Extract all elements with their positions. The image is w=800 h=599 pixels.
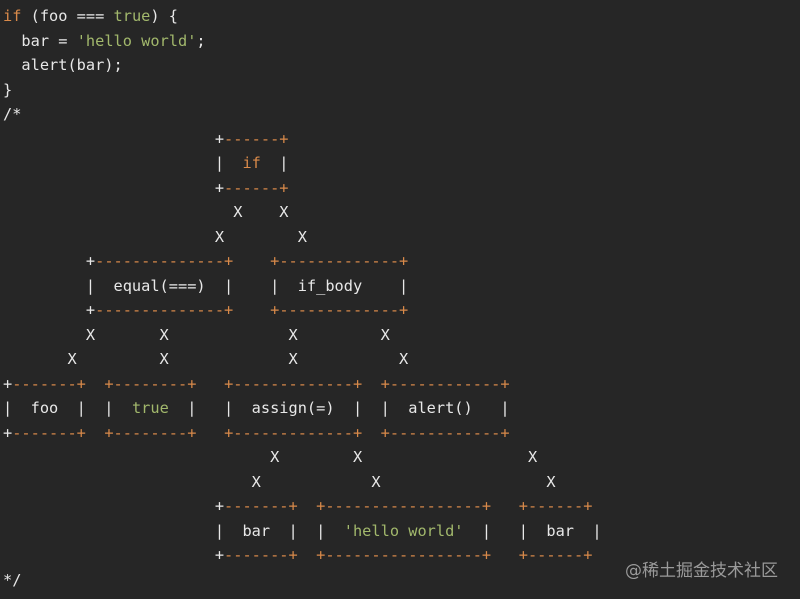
code-line: +------+ <box>3 127 602 152</box>
code-token: + <box>3 301 96 319</box>
code-token: +-----------------+ <box>316 497 492 515</box>
code-token: alert(bar); <box>3 56 123 74</box>
code-token: -------+ <box>12 423 86 442</box>
code-token: if <box>242 154 261 172</box>
code-token: +-----------------+ <box>316 546 492 564</box>
code-line: X X X <box>3 470 602 495</box>
code-token: -------+ <box>224 497 298 515</box>
code-line: | bar | | 'hello world' | | bar | <box>3 519 602 544</box>
code-line: +-------+ +-----------------+ +------+ <box>3 543 602 568</box>
code-token: + <box>3 178 225 197</box>
code-token: /* <box>3 105 22 123</box>
code-line: +--------------+ +-------------+ <box>3 298 602 323</box>
code-token: +-------------+ <box>270 301 409 319</box>
code-token: + <box>3 374 13 393</box>
code-token: ; <box>196 31 206 50</box>
code-token <box>362 424 380 442</box>
code-token: | <box>3 154 243 172</box>
code-token: | <box>260 154 289 172</box>
code-token: -------+ <box>12 374 86 393</box>
code-line: if (foo === true) { <box>3 4 602 29</box>
code-token: | | assign(=) | | alert() | <box>168 399 510 417</box>
code-token: --------------+ <box>95 301 234 319</box>
code-token: (foo === <box>21 7 114 25</box>
code-token <box>233 252 270 270</box>
code-token: X X <box>3 203 289 221</box>
code-line: +-------+ +--------+ +-------------+ +--… <box>3 372 602 397</box>
code-token: | | bar | <box>463 521 602 540</box>
code-token: +------------+ <box>380 374 510 393</box>
code-token: +------+ <box>518 546 593 564</box>
code-line: +-------+ +--------+ +-------------+ +--… <box>3 421 602 446</box>
code-token: X X X <box>3 472 556 491</box>
code-line: X X X X <box>3 323 602 348</box>
code-token: +--------+ <box>104 374 197 393</box>
code-token <box>362 375 380 393</box>
code-token: +-------------+ <box>224 423 363 442</box>
code-line: bar = 'hello world'; <box>3 29 602 54</box>
code-token <box>298 546 316 564</box>
code-token: +--------+ <box>104 423 197 442</box>
code-token: true <box>131 399 169 417</box>
code-token: 'hello world' <box>76 31 197 50</box>
code-token: +-------------+ <box>270 252 409 270</box>
code-line: */ <box>3 568 602 593</box>
code-line: } <box>3 78 602 103</box>
code-line: | foo | | true | | assign(=) | | alert()… <box>3 396 602 421</box>
code-token: + <box>3 497 225 515</box>
code-token: +------------+ <box>380 423 510 442</box>
code-token: + <box>3 423 13 442</box>
code-token: ------+ <box>224 178 289 197</box>
code-token: X X X X <box>3 350 409 368</box>
code-token: +-------------+ <box>224 374 363 393</box>
code-token: 'hello world' <box>343 521 464 540</box>
code-token <box>196 424 224 442</box>
code-token: bar = <box>3 31 77 50</box>
code-token: X X X <box>3 448 538 466</box>
code-token: if <box>3 7 22 25</box>
code-line: +--------------+ +-------------+ <box>3 249 602 274</box>
code-token <box>86 375 104 393</box>
code-line: X X <box>3 200 602 225</box>
code-line: /* <box>3 102 602 127</box>
code-token: -------+ <box>224 546 298 564</box>
code-block: if (foo === true) { bar = 'hello world';… <box>3 4 602 592</box>
watermark: @稀土掘金技术社区 <box>625 561 778 581</box>
code-token <box>491 546 519 564</box>
code-token: ) { <box>150 7 179 25</box>
code-token: X X X X <box>3 325 390 344</box>
code-line: | equal(===) | | if_body | <box>3 274 602 299</box>
code-token: +------+ <box>518 497 593 515</box>
code-token: } <box>3 80 13 99</box>
code-token: + <box>3 252 96 270</box>
code-token: --------------+ <box>95 252 234 270</box>
code-token: | bar | | <box>3 521 344 540</box>
code-line: X X X X <box>3 347 602 372</box>
code-line: +-------+ +-----------------+ +------+ <box>3 494 602 519</box>
code-token: + <box>3 129 225 148</box>
code-line: +------+ <box>3 176 602 201</box>
code-line: X X X <box>3 445 602 470</box>
code-token: | foo | | <box>3 399 132 417</box>
code-token <box>491 497 519 515</box>
code-token <box>86 424 104 442</box>
code-line: | if | <box>3 151 602 176</box>
code-line: alert(bar); <box>3 53 602 78</box>
code-token <box>233 301 270 319</box>
code-token: true <box>113 7 151 25</box>
code-token: */ <box>3 570 22 589</box>
code-token: ------+ <box>224 129 289 148</box>
code-token <box>298 497 316 515</box>
code-token: + <box>3 546 225 564</box>
code-token: X X <box>3 227 307 246</box>
code-token <box>196 375 224 393</box>
code-token: | equal(===) | | if_body | <box>3 276 409 295</box>
code-line: X X <box>3 225 602 250</box>
